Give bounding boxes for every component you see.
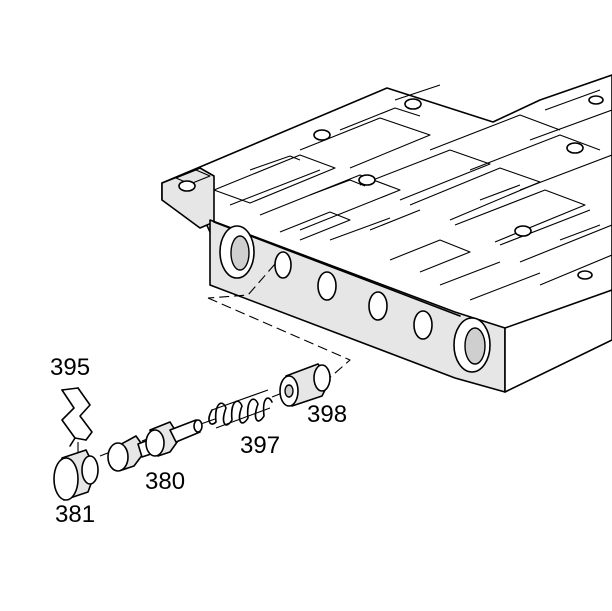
- spring-397: [208, 389, 273, 429]
- callout-381: 381: [55, 501, 96, 528]
- bolt-holes: [178, 95, 604, 280]
- valve-body: [161, 74, 612, 393]
- callout-398: 398: [307, 401, 348, 428]
- callout-380: 380: [145, 468, 186, 495]
- sleeve-398: [279, 363, 331, 407]
- callout-397: 397: [240, 432, 281, 459]
- valve-380: [107, 419, 203, 472]
- retaining-clip-395: [61, 387, 93, 447]
- callout-395: 395: [50, 354, 91, 381]
- plug-381: [53, 449, 99, 501]
